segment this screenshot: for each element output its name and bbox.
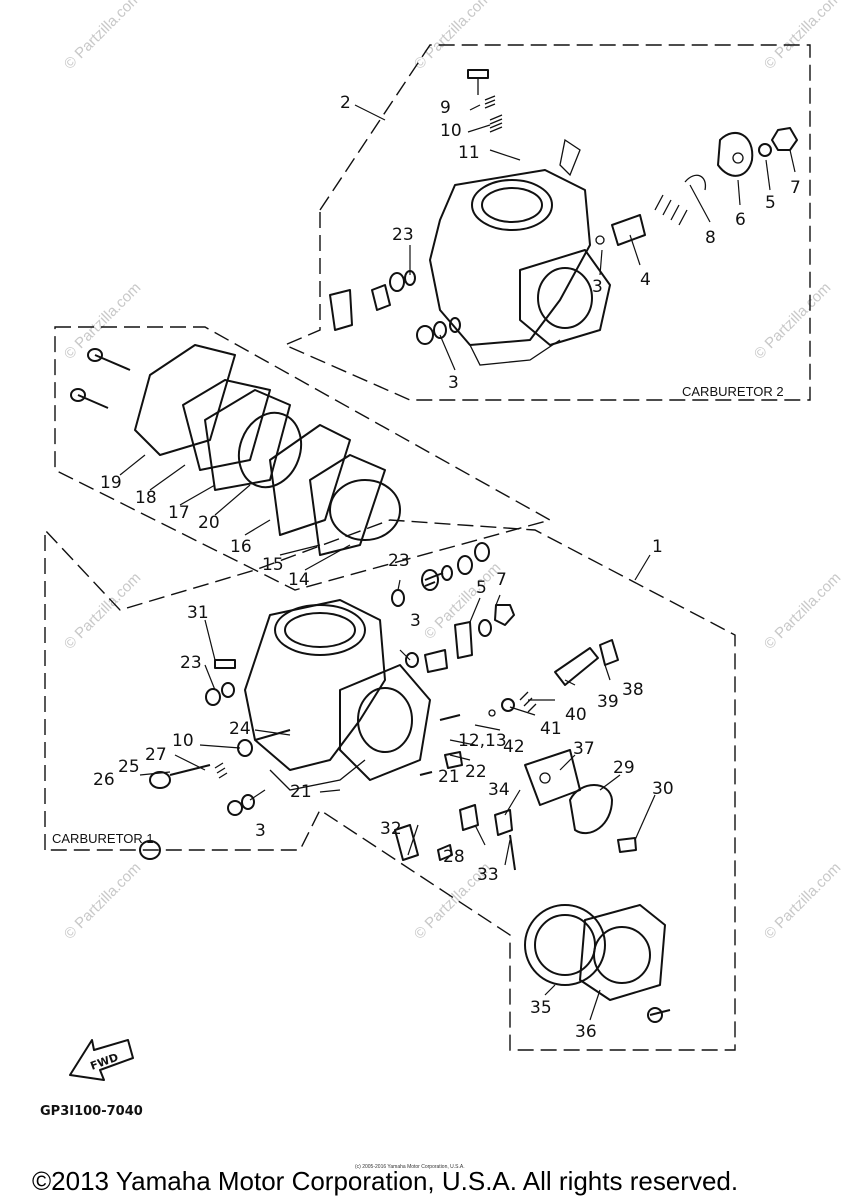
callout-4: 4 — [640, 270, 651, 290]
fwd-label: FWD — [89, 1051, 120, 1073]
callout-5: 5 — [765, 193, 776, 213]
callout-36: 36 — [575, 1022, 597, 1042]
callout-42: 42 — [503, 737, 525, 757]
callout-39: 39 — [597, 692, 619, 712]
gasket-set-boundary — [54, 326, 552, 591]
fuel-pump-cover-stack — [70, 344, 401, 556]
watermark: © Partzilla.com — [761, 0, 844, 73]
callout-15: 15 — [262, 555, 284, 575]
carburetor-1-label: CARBURETOR 1 — [52, 831, 154, 846]
callout-3: 3 — [448, 373, 459, 393]
watermark-layer: © Partzilla.com © Partzilla.com © Partzi… — [61, 0, 844, 943]
callout-33: 33 — [477, 865, 499, 885]
callout-11: 11 — [458, 143, 480, 163]
callout-40: 40 — [565, 705, 587, 725]
carburetor-2-boundary — [283, 44, 811, 401]
watermark: © Partzilla.com — [761, 859, 844, 942]
callout-3: 3 — [592, 277, 603, 297]
carburetor-2-body — [429, 138, 611, 366]
callout-17: 17 — [168, 503, 190, 523]
watermark: © Partzilla.com — [411, 0, 494, 73]
callout-23: 23 — [392, 225, 414, 245]
callout-21: 21 — [438, 767, 460, 787]
callout-16: 16 — [230, 537, 252, 557]
callout-29: 29 — [613, 758, 635, 778]
callout-14: 14 — [288, 570, 310, 590]
pilot-screw-assembly-2 — [467, 69, 503, 133]
watermark: © Partzilla.com — [61, 279, 144, 362]
watermark: © Partzilla.com — [761, 569, 844, 652]
watermark: © Partzilla.com — [61, 0, 144, 73]
callout-24: 24 — [229, 719, 251, 739]
callout-12-13: 12,13 — [458, 731, 507, 751]
callout-20: 20 — [198, 513, 220, 533]
callout-3: 3 — [410, 611, 421, 631]
callout-2: 2 — [340, 93, 351, 113]
callout-23: 23 — [180, 653, 202, 673]
watermark: © Partzilla.com — [751, 279, 834, 362]
callout-10: 10 — [172, 731, 194, 751]
callout-labels: 2 9 10 11 23 3 4 8 6 5 7 3 19 18 17 20 1… — [93, 93, 801, 1042]
callout-3: 3 — [255, 821, 266, 841]
callout-19: 19 — [100, 473, 122, 493]
callout-18: 18 — [135, 488, 157, 508]
carburetor-1-small-parts — [139, 542, 637, 871]
callout-10: 10 — [440, 121, 462, 141]
fwd-arrow-icon: FWD — [69, 1039, 134, 1081]
carburetor-2-label: CARBURETOR 2 — [682, 384, 784, 399]
callout-1: 1 — [652, 537, 663, 557]
callout-5: 5 — [476, 578, 487, 598]
callout-7: 7 — [496, 570, 507, 590]
choke-parts-2 — [329, 270, 461, 345]
callout-35: 35 — [530, 998, 552, 1018]
throttle-parts-2 — [595, 127, 798, 246]
leader-lines — [119, 104, 796, 1021]
carburetor-1-body — [244, 599, 431, 791]
callout-32: 32 — [380, 819, 402, 839]
callout-28: 28 — [443, 847, 465, 867]
callout-38: 38 — [622, 680, 644, 700]
watermark: © Partzilla.com — [61, 859, 144, 942]
callout-41: 41 — [540, 719, 562, 739]
callout-7: 7 — [790, 178, 801, 198]
callout-31: 31 — [187, 603, 209, 623]
callout-30: 30 — [652, 779, 674, 799]
callout-6: 6 — [735, 210, 746, 230]
callout-8: 8 — [705, 228, 716, 248]
diagram-code: GP3I100-7040 — [40, 1104, 143, 1119]
watermark: © Partzilla.com — [61, 569, 144, 652]
callout-27: 27 — [145, 745, 167, 765]
callout-21: 21 — [290, 782, 312, 802]
carburetor-1-boundary — [44, 519, 736, 1051]
copyright-notice: ©2013 Yamaha Motor Corporation, U.S.A. A… — [32, 1166, 738, 1196]
fine-print: (c) 2005-2016 Yamaha Motor Corporation, … — [355, 1164, 465, 1170]
callout-23: 23 — [388, 551, 410, 571]
diaphragm-cover-assembly — [524, 904, 671, 1023]
callout-26: 26 — [93, 770, 115, 790]
callout-34: 34 — [488, 780, 510, 800]
callout-9: 9 — [440, 98, 451, 118]
callout-22: 22 — [465, 762, 487, 782]
callout-25: 25 — [118, 757, 140, 777]
callout-37: 37 — [573, 739, 595, 759]
